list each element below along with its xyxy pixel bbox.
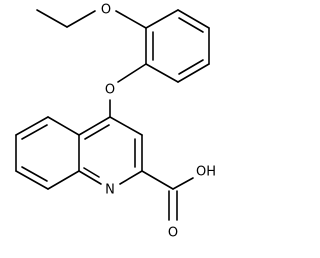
bond-b-c7-c8 [15,170,49,190]
bond-ring1-b-inner [178,17,204,33]
bond-aryl-o [117,63,147,83]
bond-ring1-d-inner [178,59,204,75]
atom-oxygen-carbonyl: O [168,226,178,241]
bond-ring1-d [177,63,210,83]
molecule-structure: O O N O OH [15,3,216,241]
bond-c-oh [172,177,194,190]
bond-b-c5-c6-inner [21,124,48,140]
bond-q-c4a-c4 [78,116,111,136]
atom-oxygen-aryloxy: O [105,83,115,98]
bond-q-n-c8a [78,170,102,185]
bond-ethyl-ch2-o [66,10,96,28]
atom-nitrogen: N [105,183,115,198]
bond-b-c5-c6 [15,116,49,136]
bond-b-c4a-c5 [47,116,80,136]
atom-oxygen-ethoxy: O [101,3,111,18]
bond-q-c4-c3 [109,116,143,136]
bond-c2-cooh [141,170,174,190]
bond-q-c2-n [119,170,143,185]
atom-hydroxyl: OH [196,165,216,180]
bond-q-n-c8a-inner [83,167,100,178]
bond-ring1-b [177,9,210,29]
bond-q-c4a-c4-inner [84,124,110,140]
bond-ring1-e [145,63,179,83]
bond-ethyl-ch3 [36,9,68,28]
bond-ring1-a [145,9,179,29]
bond-b-c8-c8a [47,170,80,190]
bond-b-c7-c8-inner [21,166,48,182]
bond-o-aryl [115,10,147,29]
